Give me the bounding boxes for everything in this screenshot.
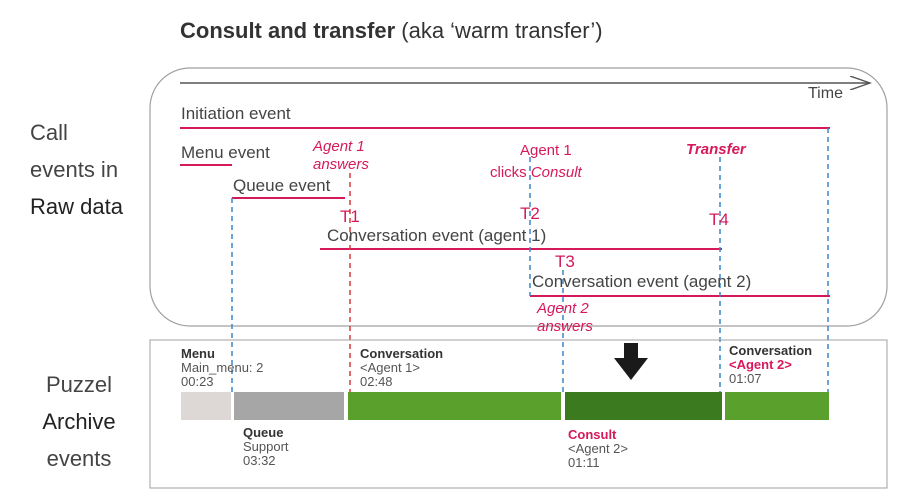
menu-bar [181,392,231,420]
queue-bar [234,392,344,420]
segment-duration: 01:11 [568,455,600,470]
annotation-line: answers [537,318,593,335]
timepoint-t1: T1 [340,207,360,226]
side-label-line: Call [30,120,68,145]
segment-title: Menu [181,346,215,361]
transfer-annotation: Transfer [686,141,746,158]
consult-segment-label: Consult <Agent 2> 01:11 [568,428,628,470]
conversation-agent2-label: Conversation event (agent 2) [532,272,752,291]
timepoint-t2: T2 [520,204,540,223]
side-label-line: events in [30,157,119,182]
segment-title: Conversation [729,343,813,358]
conversation-agent1-bar [348,392,561,420]
down-arrow-icon [614,343,648,380]
page-title: Consult and transfer (aka ‘warm transfer… [180,18,603,43]
segment-duration: 03:32 [243,453,276,468]
side-label-line: Puzzel [45,372,113,397]
timepoint-t3: T3 [555,252,575,271]
queue-event-label: Queue event [233,176,331,195]
segment-duration: 01:07 [729,371,762,386]
segment-duration: 00:23 [181,374,214,389]
timepoint-t4: T4 [709,210,729,229]
menu-event-label: Menu event [181,143,270,162]
consult-bar [565,392,722,420]
agent1-clicks-consult-annotation: Agent 1 clicks Consult [490,140,582,184]
annotation-line: Agent 1 [313,138,365,155]
annotation-line: answers [313,156,369,173]
segment-duration: 02:48 [360,374,393,389]
conversation-agent2-segment-label: Conversation <Agent 2> 01:07 [729,344,812,386]
segment-detail: <Agent 2> [568,441,628,456]
agent2-answers-annotation: Agent 2 answers [537,300,593,336]
archive-side-label: Puzzel Archive events [39,366,119,477]
segment-detail: <Agent 1> [360,360,420,375]
agent1-answers-annotation: Agent 1 answers [313,138,369,174]
conversation-agent1-label: Conversation event (agent 1) [327,226,547,245]
conversation-agent1-segment-label: Conversation <Agent 1> 02:48 [360,347,443,389]
side-label-line: Archive [42,409,116,434]
conversation-agent2-bar [725,392,829,420]
raw-data-side-label: Call events in Raw data [30,114,123,225]
time-axis-label: Time [808,85,843,102]
queue-segment-label: Queue Support 03:32 [243,426,289,468]
raw-data-frame [149,67,888,327]
annotation-line: Agent 1 [519,142,572,159]
archive-frame [149,339,888,489]
side-label-line: Raw data [30,194,123,219]
annotation-line: clicks Consult [490,164,582,181]
initiation-event-label: Initiation event [181,104,291,123]
side-label-line: events [46,446,112,471]
segment-detail: Main_menu: 2 [181,360,264,375]
segment-title: Consult [568,427,617,442]
segment-detail: Support [243,439,289,454]
segment-title: Queue [243,425,284,440]
segment-title: Conversation [360,346,444,361]
annotation-line: Agent 2 [537,300,589,317]
menu-segment-label: Menu Main_menu: 2 00:23 [181,347,263,389]
segment-detail: <Agent 2> [729,357,792,372]
